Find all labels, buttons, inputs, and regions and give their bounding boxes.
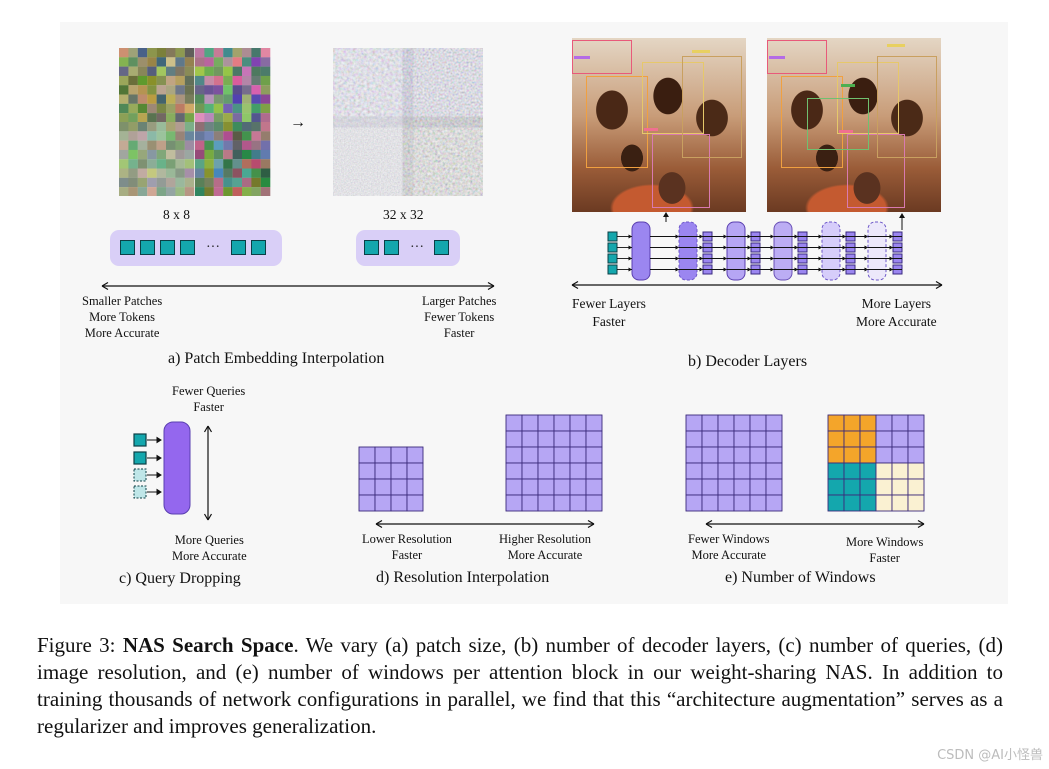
query-dropping-diagram	[133, 421, 213, 521]
tradeoff-arrow-a	[101, 281, 495, 291]
tradeoff-arrow-b	[571, 280, 943, 290]
figure-caption: Figure 3: NAS Search Space. We vary (a) …	[37, 632, 1003, 740]
low-resolution-grid	[358, 446, 424, 512]
caption-bold: NAS Search Space	[122, 633, 294, 657]
panel-a-title: a) Patch Embedding Interpolation	[168, 350, 385, 367]
patch-grids-32x32	[333, 48, 483, 196]
token	[231, 240, 246, 255]
panel-b-title: b) Decoder Layers	[688, 353, 808, 370]
watermark: CSDN @AI小怪兽	[937, 748, 1043, 763]
token	[140, 240, 155, 255]
panel-c-title: c) Query Dropping	[119, 570, 241, 587]
token-ellipsis: ···	[410, 240, 424, 255]
family-photo-more-layers	[767, 38, 941, 212]
token	[180, 240, 195, 255]
panel-d-title: d) Resolution Interpolation	[376, 569, 550, 586]
token-ellipsis: ···	[206, 240, 220, 255]
caption-prefix: Figure 3:	[37, 633, 123, 657]
panel-e-title: e) Number of Windows	[725, 569, 876, 586]
multi-window-grid	[827, 414, 925, 512]
right-arrow-icon: →	[290, 114, 306, 131]
high-resolution-grid	[505, 414, 603, 512]
token	[384, 240, 399, 255]
token	[251, 240, 266, 255]
token	[160, 240, 175, 255]
caption-text: . We vary (a) patch size, (b) number of …	[37, 633, 1003, 738]
tradeoff-arrow-e	[705, 519, 925, 529]
patch-size-label-right: 32 x 32	[383, 207, 424, 222]
tradeoff-arrow-d	[375, 519, 595, 529]
patch-grids-8x8	[119, 48, 271, 196]
token	[364, 240, 379, 255]
patch-size-label-left: 8 x 8	[163, 207, 190, 222]
token	[434, 240, 449, 255]
decoder-layer-diagram	[607, 212, 905, 281]
token	[120, 240, 135, 255]
family-photo-few-layers	[572, 38, 746, 212]
single-window-grid	[685, 414, 783, 512]
